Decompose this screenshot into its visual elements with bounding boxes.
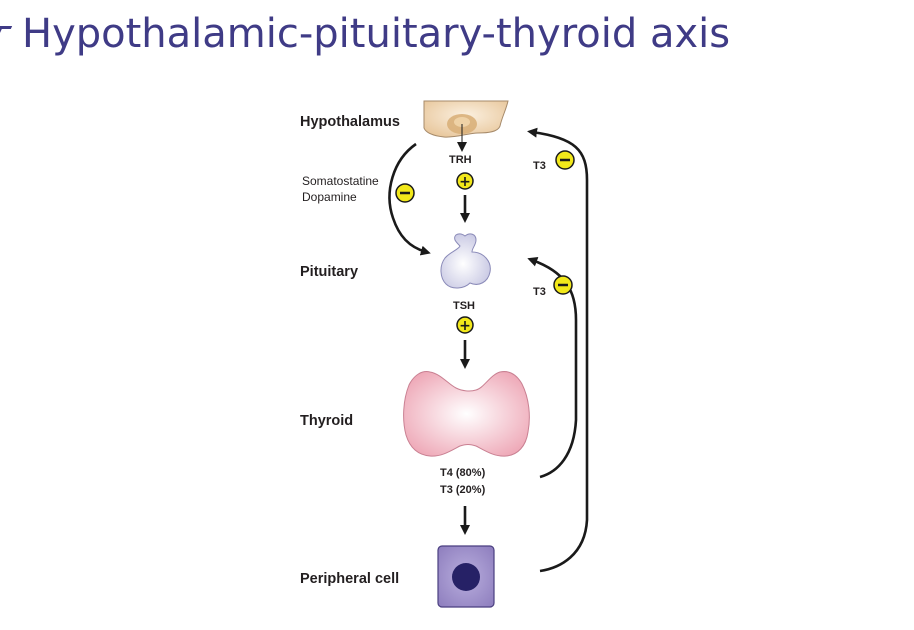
inhibit-sign-t3-pituitary [553, 275, 573, 295]
inhibitory-arrow-somatostatine-dopamine [388, 142, 431, 256]
t3-output-label: T3 (20%) [440, 484, 486, 496]
slide-title: Hypothalamic-pituitary-thyroid axis [22, 11, 731, 57]
somatostatine-label: Somatostatine [302, 174, 379, 188]
peripheral-cell-illustration [437, 545, 495, 608]
stimulate-sign-tsh: + [456, 316, 474, 334]
tsh-label: TSH [453, 300, 475, 312]
hypothalamus-illustration [423, 100, 509, 152]
inhibit-sign-t3-hypothalamus [555, 150, 575, 170]
pituitary-label: Pituitary [300, 264, 358, 280]
t3-feedback-pituitary-label: T3 [533, 286, 546, 298]
hypothalamus-label: Hypothalamus [300, 114, 400, 130]
svg-text:+: + [459, 174, 471, 190]
t3-feedback-hypothalamus-label: T3 [533, 160, 546, 172]
peripheral-cell-label: Peripheral cell [300, 571, 399, 587]
thyroid-label: Thyroid [300, 413, 353, 429]
stimulate-sign-trh: + [456, 172, 474, 190]
trh-label: TRH [449, 154, 472, 166]
inhibit-sign-somatostatine-dopamine [395, 183, 415, 203]
svg-text:+: + [459, 318, 471, 334]
pituitary-illustration [440, 233, 491, 289]
feedback-arrow-thyroid-to-pituitary [527, 257, 578, 479]
feedback-arrow-peripheral-to-hypothalamus [527, 127, 589, 573]
dopamine-label: Dopamine [302, 190, 357, 204]
t4-output-label: T4 (80%) [440, 467, 486, 479]
thyroid-illustration [403, 371, 530, 457]
